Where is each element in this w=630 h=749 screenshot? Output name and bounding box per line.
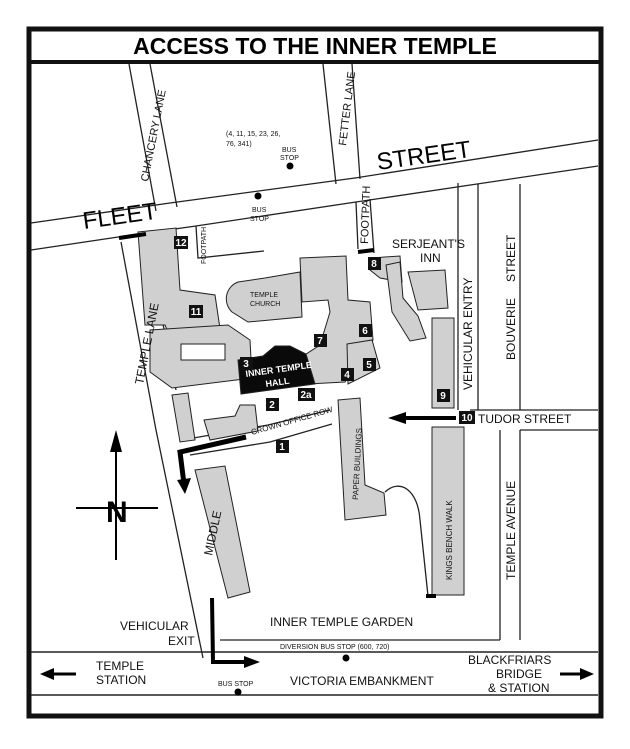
label-footpath-left: FOOTPATH <box>201 227 208 264</box>
label-vehicular-exit-2: EXIT <box>168 634 195 648</box>
svg-text:9: 9 <box>440 391 446 402</box>
fetter-lane-west <box>322 63 337 185</box>
svg-text:8: 8 <box>371 259 377 270</box>
marker-6: 6 <box>359 324 372 337</box>
map-title: ACCESS TO THE INNER TEMPLE <box>133 33 497 59</box>
vehicular-exit-arrowhead <box>244 656 260 668</box>
bus-stop-embankment-label: BUS STOP <box>218 681 254 688</box>
label-temple-church-2: CHURCH <box>250 301 280 308</box>
tudor-entry-arrowhead <box>388 412 406 424</box>
label-temple-church-1: TEMPLE <box>250 292 278 299</box>
compass-north-label: N <box>106 496 128 529</box>
kings-bench-walk <box>431 426 465 596</box>
marker-5: 5 <box>363 358 376 371</box>
building-3-courtyard <box>180 343 226 361</box>
blackfriars-arrowhead <box>580 668 594 680</box>
footpath-block-left <box>195 225 265 259</box>
svg-text:7: 7 <box>317 336 323 347</box>
bus-stop-dot-fleet-top <box>286 162 294 170</box>
building-west-small <box>171 392 196 443</box>
marker-4: 4 <box>341 368 354 381</box>
chancery-lane-west <box>128 63 157 212</box>
fetter-lane-east <box>351 63 361 180</box>
bus-routes-line1: (4, 11, 15, 23, 26, <box>226 131 280 138</box>
inner-temple-hall <box>237 345 316 395</box>
svg-text:1: 1 <box>279 442 285 453</box>
label-blackfriars-2: BRIDGE <box>496 667 542 681</box>
label-tudor-street: TUDOR STREET <box>478 412 572 426</box>
temple-station-arrowhead <box>40 668 54 680</box>
garden-path-curve <box>384 485 429 597</box>
svg-text:10: 10 <box>461 413 473 424</box>
crown-office-arrowhead <box>177 478 191 494</box>
label-street-vertical: STREET <box>504 234 518 282</box>
svg-text:2a: 2a <box>300 390 312 401</box>
bus-stop-dot-fleet-lower <box>254 192 262 200</box>
label-serjeants-inn-1: SERJEANT'S <box>392 237 465 251</box>
bus-stop-lower-2: STOP <box>250 216 269 223</box>
marker-11: 11 <box>189 305 203 318</box>
bus-stop-dot-diversion <box>342 654 350 662</box>
label-victoria-embankment: VICTORIA EMBANKMENT <box>290 674 434 688</box>
svg-text:3: 3 <box>243 359 249 370</box>
compass-north-arrow <box>110 430 122 452</box>
marker-8: 8 <box>368 257 381 270</box>
label-blackfriars-1: BLACKFRIARS <box>468 653 551 667</box>
label-temple-avenue: TEMPLE AVENUE <box>504 481 518 580</box>
bus-routes-line2: 76, 341) <box>226 141 252 148</box>
building-crown-office-west <box>203 404 259 441</box>
bus-stop-lower-1: BUS <box>252 207 267 214</box>
serjeants-inn-building <box>385 261 427 342</box>
footpath-right-west <box>355 201 359 250</box>
svg-text:6: 6 <box>362 326 368 337</box>
footpath-right-east <box>369 198 375 254</box>
svg-text:2: 2 <box>269 400 275 411</box>
label-bouverie: BOUVERIE <box>504 298 518 360</box>
label-vehicular-exit-1: VEHICULAR <box>120 619 189 633</box>
svg-text:4: 4 <box>344 370 350 381</box>
marker-2: 2 <box>266 398 279 411</box>
label-inner-temple-garden: INNER TEMPLE GARDEN <box>270 615 413 629</box>
svg-text:11: 11 <box>191 307 202 318</box>
building-9 <box>431 317 455 409</box>
serjeants-inn-block <box>407 269 449 311</box>
marker-10: 10 <box>459 411 475 424</box>
entry-arrow-footpath <box>357 248 375 254</box>
label-kings-bench-walk: KINGS BENCH WALK <box>445 500 454 580</box>
chancery-lane-east <box>149 63 178 208</box>
marker-12: 12 <box>174 236 188 249</box>
label-inner-temple-hall-2: HALL <box>265 376 291 389</box>
label-temple-station-2: STATION <box>96 673 146 687</box>
vehicular-exit-arrow <box>210 597 245 664</box>
marker-9: 9 <box>437 389 450 402</box>
bus-stop-top-1: BUS <box>282 147 297 154</box>
crown-office-row-lower <box>189 423 333 456</box>
bus-diversion-label: DIVERSION BUS STOP (600, 720) <box>280 644 389 651</box>
crown-office-arrow <box>177 434 247 485</box>
temple-church <box>225 271 303 323</box>
middle-temple-lane-building <box>194 465 251 599</box>
marker-3: 3 <box>240 357 253 370</box>
svg-text:12: 12 <box>175 238 187 249</box>
label-temple-station-1: TEMPLE <box>96 659 144 673</box>
label-blackfriars-3: & STATION <box>488 681 550 695</box>
label-footpath-right: FOOTPATH <box>359 185 373 244</box>
bus-stop-dot-embankment <box>234 688 242 696</box>
bus-stop-top-2: STOP <box>280 155 299 162</box>
entry-arrow-fleet <box>118 232 147 240</box>
paper-buildings <box>337 397 387 521</box>
label-vehicular-entry: VEHICULAR ENTRY <box>461 278 475 390</box>
temple-lane-west <box>120 241 204 659</box>
marker-2a: 2a <box>298 388 315 401</box>
label-serjeants-inn-2: INN <box>420 251 441 265</box>
marker-7: 7 <box>314 334 327 347</box>
label-paper-buildings: PAPER BUILDINGS <box>351 428 364 500</box>
fleet-street-north-edge <box>30 139 599 224</box>
marker-1: 1 <box>276 440 289 453</box>
svg-text:5: 5 <box>366 360 372 371</box>
